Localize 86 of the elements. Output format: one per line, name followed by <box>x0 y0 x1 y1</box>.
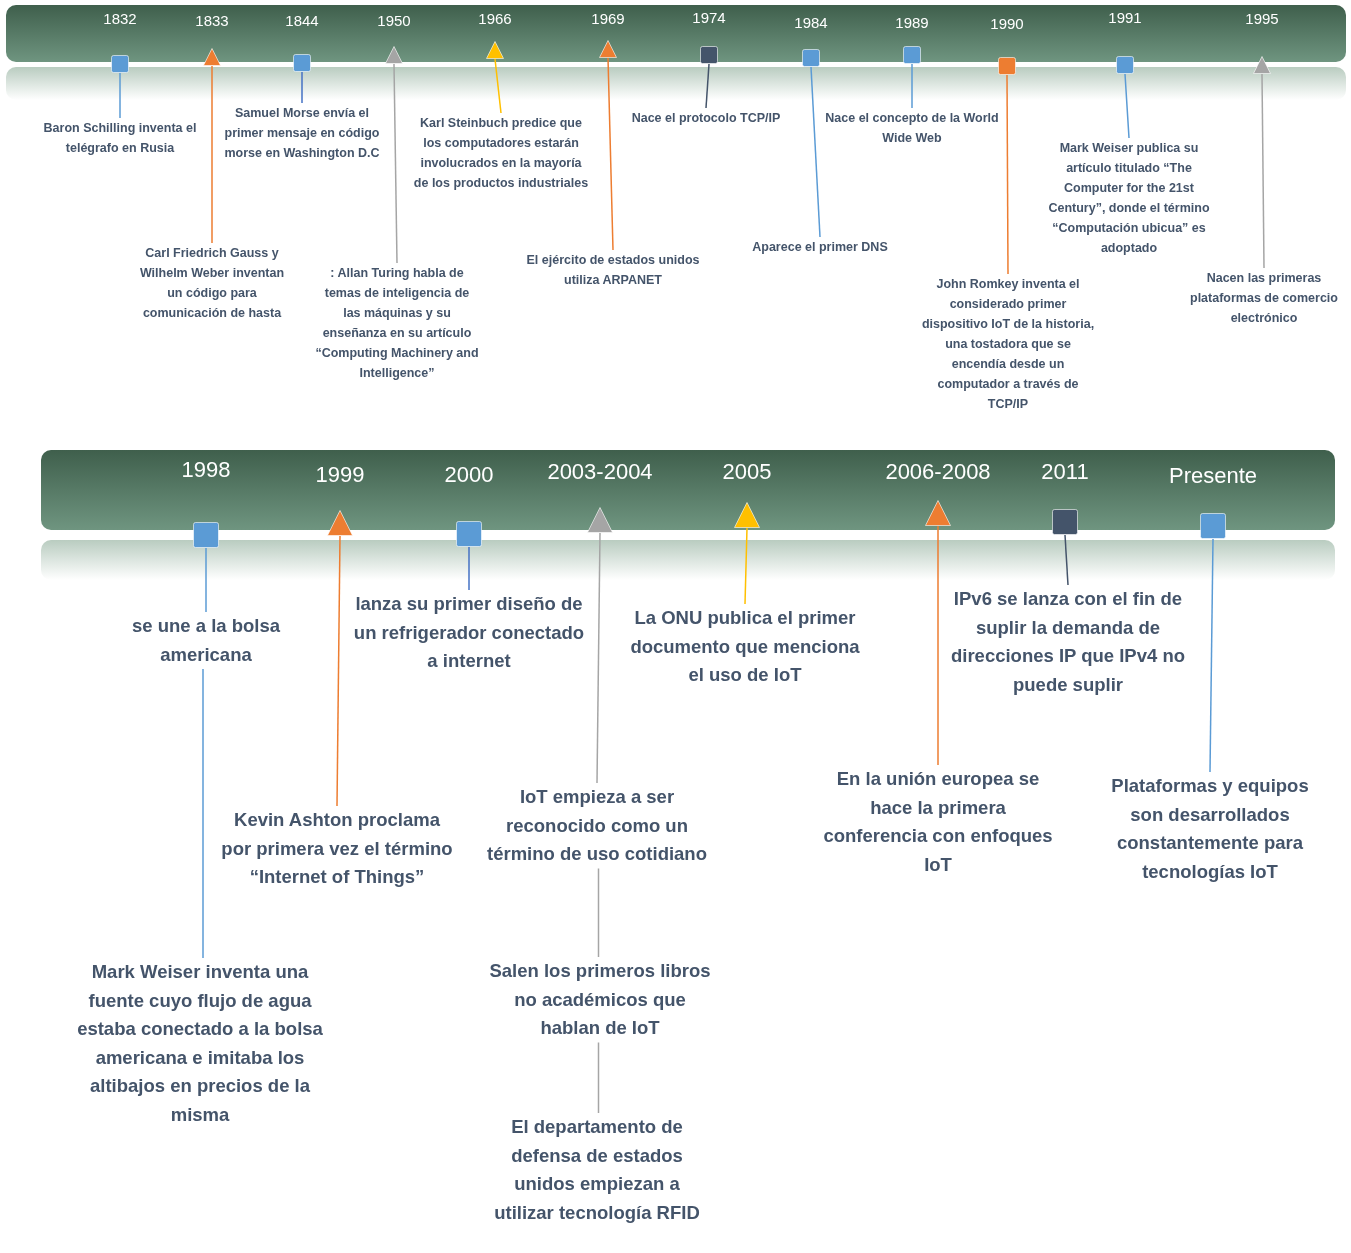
year-label: 1991 <box>1107 9 1143 25</box>
year-label: 1833 <box>194 12 230 28</box>
event-text: se une a la bolsa americana <box>91 612 321 669</box>
square-marker <box>903 46 921 64</box>
leader-line <box>744 527 748 605</box>
year-label: 1990 <box>989 15 1025 31</box>
event-text: Carl Friedrich Gauss y Wilhelm Weber inventan un código para comunicación de hasta <box>132 243 292 323</box>
leader-line <box>119 72 121 119</box>
year-label: 2003-2004 <box>546 461 654 483</box>
square-marker <box>802 49 820 67</box>
event-text: Mark Weiser inventa una fuente cuyo flujo de agua estaba conectado a la bolsa americana e imitaba los altibajos en precios de la misma <box>72 958 328 1129</box>
square-marker <box>1116 56 1134 74</box>
leader-line <box>596 532 601 784</box>
leader-line <box>211 65 213 244</box>
event-text: Baron Schilling inventa el telégrafo en Rusia <box>32 118 208 158</box>
square-marker <box>193 522 219 548</box>
event-text: La ONU publica el primer documento que menciona el uso de IoT <box>625 604 865 690</box>
event-text: Nace el protocolo TCP/IP <box>631 108 781 128</box>
leader-line <box>468 546 470 591</box>
year-label: 1844 <box>284 12 320 28</box>
leader-line <box>494 58 502 114</box>
event-text: Mark Weiser publica su artículo titulado “The Computer for the 21st Century”, donde el término “Computación ubicua” es adoptado <box>1041 138 1217 258</box>
event-text: Nace el concepto de la World Wide Web <box>824 108 1000 148</box>
event-text: Plataformas y equipos son desarrollados constantemente para tecnologías IoT <box>1092 772 1328 886</box>
square-marker <box>998 57 1016 75</box>
event-text: : Allan Turing habla de temas de inteligencia de las máquinas y su enseñanza en su artículo “Computing Machinery and Intelligence” <box>314 263 480 383</box>
event-text: En la unión europea se hace la primera conferencia con enfoques IoT <box>818 765 1058 879</box>
leader-line <box>937 525 939 766</box>
leader-line <box>1124 73 1130 139</box>
year-label: 1832 <box>102 10 138 26</box>
triangle-marker <box>203 48 221 66</box>
event-text: IoT empieza a ser reconocido como un término de uso cotidiano <box>482 783 712 869</box>
square-marker <box>111 55 129 73</box>
event-text: Kevin Ashton proclama por primera vez el término “Internet of Things” <box>217 806 457 892</box>
leader-line <box>1064 534 1069 586</box>
square-marker <box>456 521 482 547</box>
square-marker <box>293 54 311 72</box>
event-text: Salen los primeros libros no académicos que hablan de IoT <box>485 957 715 1043</box>
triangle-marker <box>734 502 760 528</box>
leader-line <box>911 63 913 109</box>
leader-line <box>607 57 614 251</box>
leader-line <box>205 547 207 613</box>
leader-line <box>1006 74 1009 275</box>
year-label: 1998 <box>180 459 232 481</box>
year-label: 1950 <box>376 12 412 28</box>
event-text: Nacen las primeras plataformas de comercio electrónico <box>1184 268 1344 328</box>
triangle-marker <box>925 500 951 526</box>
year-label: 2006-2008 <box>884 461 992 483</box>
square-marker <box>1052 509 1078 535</box>
leader-line <box>705 63 710 109</box>
event-text: John Romkey inventa el considerado primer dispositivo IoT de la historia, una tostadora que se encendía desde un computador a través de TCP/IP <box>918 274 1098 414</box>
year-label: 1999 <box>314 464 366 486</box>
triangle-marker <box>385 46 403 64</box>
event-text: Karl Steinbuch predice que los computadores estarán involucrados en la mayoría de los productos industriales <box>413 113 589 193</box>
leader-line <box>1261 73 1265 269</box>
year-label: 2011 <box>1040 461 1090 483</box>
year-label: 2000 <box>443 464 495 486</box>
event-text: El ejército de estados unidos utiliza ARPANET <box>525 250 701 290</box>
event-text: Aparece el primer DNS <box>730 237 910 257</box>
leader-line <box>202 668 204 959</box>
year-label: 1966 <box>477 10 513 26</box>
event-text: lanza su primer diseño de un refrigerador conectado a internet <box>349 590 589 676</box>
leader-line <box>301 71 303 104</box>
event-text: IPv6 se lanza con el fin de suplir la demanda de direcciones IP que IPv4 no puede suplir <box>945 585 1191 699</box>
year-label: 1989 <box>894 14 930 30</box>
leader-line <box>597 1041 600 1114</box>
year-label: 1984 <box>793 14 829 30</box>
leader-line <box>1209 538 1214 773</box>
leader-line <box>393 63 398 264</box>
leader-line <box>810 66 821 238</box>
square-marker <box>700 46 718 64</box>
event-text: El departamento de defensa de estados unidos empiezan a utilizar tecnología RFID <box>487 1113 707 1227</box>
square-marker <box>1200 513 1226 539</box>
year-label: 1974 <box>691 9 727 25</box>
triangle-marker <box>327 510 353 536</box>
year-label: 1969 <box>590 10 626 26</box>
leader-line <box>597 867 600 958</box>
year-label: Presente <box>1167 465 1259 487</box>
leader-line <box>336 535 341 807</box>
triangle-marker <box>1253 56 1271 74</box>
triangle-marker <box>587 507 613 533</box>
triangle-marker <box>486 41 504 59</box>
event-text: Samuel Morse envía el primer mensaje en código morse en Washington D.C <box>217 103 387 163</box>
triangle-marker <box>599 40 617 58</box>
year-label: 1995 <box>1244 10 1280 26</box>
year-label: 2005 <box>721 461 773 483</box>
